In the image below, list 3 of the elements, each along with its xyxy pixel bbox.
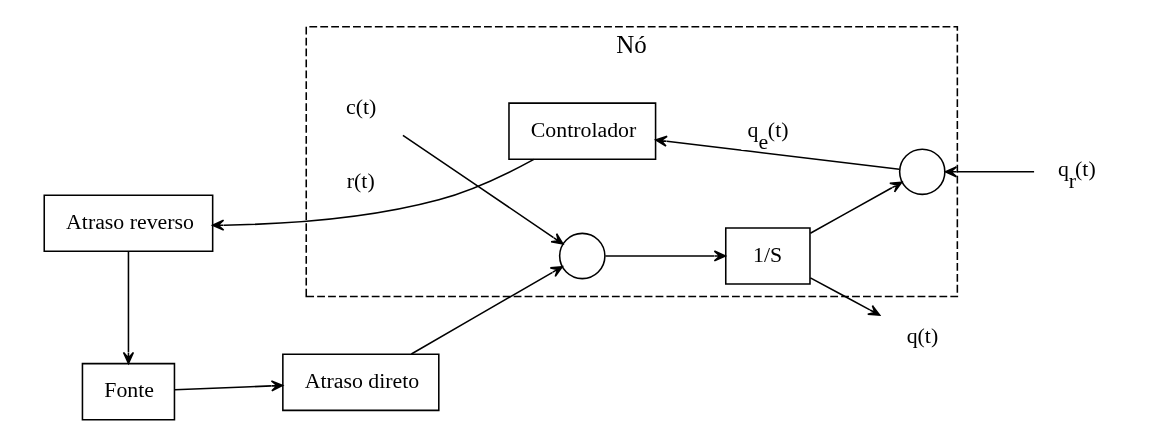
node-text: q(t)	[906, 323, 938, 348]
edge-label: r(t)	[346, 169, 375, 194]
node-text: c(t)	[345, 94, 376, 119]
